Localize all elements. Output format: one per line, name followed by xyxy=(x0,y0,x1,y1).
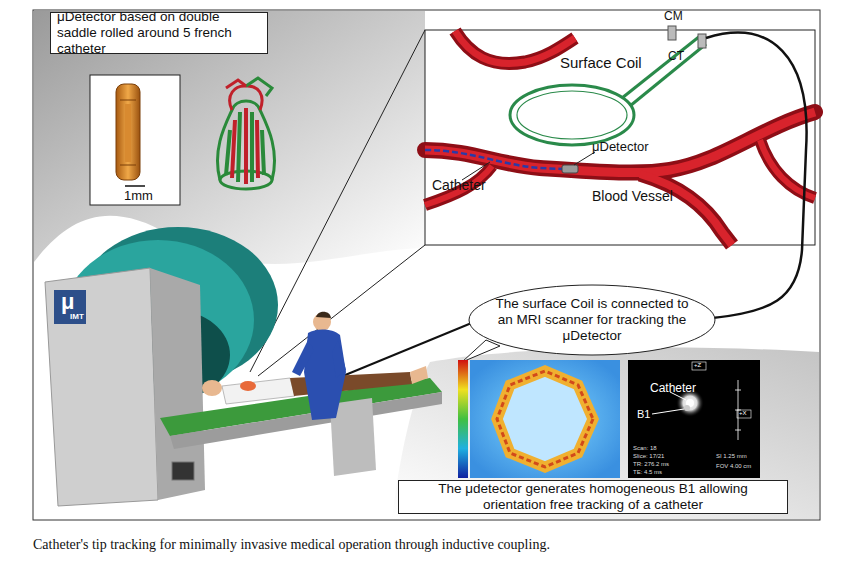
operator-figure xyxy=(304,329,346,420)
vessel-inset xyxy=(425,30,815,245)
component-label: CT xyxy=(668,50,684,63)
operator-figure xyxy=(292,312,346,420)
scan-parameter: TE: 4.5 ms xyxy=(633,469,662,476)
blood-vessel xyxy=(455,31,575,63)
photo-inset xyxy=(125,104,131,162)
b1-field-map xyxy=(497,371,593,467)
title-box: μDetector based on double saddle rolled … xyxy=(50,12,268,54)
catheter-line xyxy=(562,165,578,173)
grey-backdrop xyxy=(34,11,819,519)
photo-inset xyxy=(120,100,136,101)
saddle-coil-model xyxy=(246,78,272,96)
patient-figure xyxy=(222,378,295,404)
surface-coil xyxy=(630,44,706,106)
logo-text: IMT xyxy=(70,313,84,322)
part-label: Blood Vessel xyxy=(592,189,673,204)
b1-field-map xyxy=(458,360,620,478)
mri-image xyxy=(628,360,760,478)
figure-caption: Catheter's tip tracking for minimally in… xyxy=(33,537,550,553)
operator-figure xyxy=(316,312,331,318)
patient-figure xyxy=(240,381,256,391)
scan-parameter: FOV 4.00 cm xyxy=(716,463,751,470)
mri-image xyxy=(652,409,684,414)
blood-vessel xyxy=(640,174,732,245)
blood-vessel xyxy=(425,112,815,173)
blood-vessel xyxy=(425,31,815,245)
surface-coil xyxy=(698,34,706,48)
component-label: CM xyxy=(664,10,683,23)
photo-inset xyxy=(120,165,136,166)
part-label: μDetector xyxy=(592,140,649,154)
mri-scanner xyxy=(54,290,86,324)
mri-scanner xyxy=(45,227,278,506)
node-text: μDetector based on double saddle rolled … xyxy=(57,9,261,58)
photo-inset xyxy=(125,185,145,187)
saddle-coil-model xyxy=(226,80,246,88)
leader-line xyxy=(250,30,425,372)
part-label: Catheter xyxy=(432,178,486,193)
saddle-coil-model xyxy=(232,108,258,184)
photo-inset xyxy=(90,75,180,205)
b1-field-map xyxy=(458,360,468,478)
operator-figure xyxy=(332,340,346,378)
operator-figure xyxy=(292,340,314,376)
outer-frame xyxy=(33,10,820,520)
logo-text: μ xyxy=(61,290,74,314)
scan-parameter: Slice: 17/21 xyxy=(633,453,664,460)
mri-image xyxy=(692,362,706,370)
image-annotation: B1 xyxy=(637,408,650,420)
catheter-line xyxy=(425,150,562,169)
catheter-line xyxy=(425,150,595,180)
mri-image xyxy=(735,430,741,431)
speech-bubble-tail xyxy=(462,340,500,362)
mri-scanner xyxy=(172,462,194,480)
surface-coil xyxy=(668,26,676,40)
patient-figure xyxy=(202,380,222,396)
saddle-coil-model xyxy=(217,78,274,189)
scale-label: 1mm xyxy=(124,189,153,203)
mri-scanner xyxy=(45,268,158,506)
coax-cable xyxy=(706,33,807,318)
axis-label: +X xyxy=(739,410,747,417)
blood-vessel xyxy=(425,166,492,205)
scan-parameter: TR: 276.2 ms xyxy=(633,461,669,468)
photo-inset xyxy=(116,84,140,180)
blood-vessel xyxy=(640,174,732,245)
bubble-outline xyxy=(469,285,715,355)
node-text: The μdetector generates homogeneous B1 a… xyxy=(405,481,781,513)
scan-parameter: Scan: 18 xyxy=(633,445,657,452)
coax-cable xyxy=(338,33,807,378)
saddle-coil-model xyxy=(230,86,262,110)
b1-field-map xyxy=(470,360,620,478)
mri-image xyxy=(735,390,741,391)
part-label: Surface Coil xyxy=(560,55,642,72)
surface-coil xyxy=(510,85,634,145)
blood-vessel xyxy=(425,166,492,205)
leader-line xyxy=(250,30,425,376)
node-text: The surface Coil is connected to an MRI … xyxy=(492,296,692,345)
patient-figure xyxy=(410,366,428,384)
mri-image xyxy=(684,405,690,411)
grey-backdrop xyxy=(392,348,819,519)
catheter-line xyxy=(574,152,595,165)
b1-field-map xyxy=(497,371,593,467)
axis-label: +Z xyxy=(694,362,701,369)
mri-image xyxy=(628,360,760,478)
vessel-inset xyxy=(425,30,815,245)
mri-image xyxy=(737,410,751,418)
speech-bubble-tail xyxy=(462,340,500,362)
outer-frame xyxy=(33,10,820,520)
scan-parameter: SI 1.25 mm xyxy=(716,453,747,460)
patient-table xyxy=(170,392,442,449)
surface-coil xyxy=(517,91,627,139)
blood-vessel xyxy=(455,31,575,63)
surface-coil xyxy=(510,26,706,145)
photo-inset xyxy=(90,75,180,205)
speech-bubble: The surface Coil is connected to an MRI … xyxy=(468,284,716,356)
mri-scanner xyxy=(150,268,205,500)
note-box: The μdetector generates homogeneous B1 a… xyxy=(398,480,788,514)
image-annotation: Catheter xyxy=(650,382,696,395)
coax-cable xyxy=(338,322,474,378)
